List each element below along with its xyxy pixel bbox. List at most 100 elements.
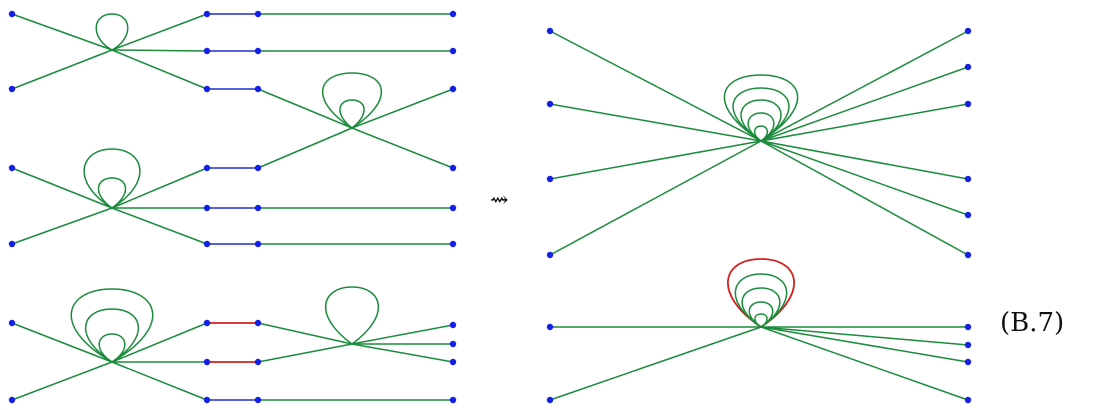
edge [11,49,113,90]
vertex-dot [449,164,457,172]
vertex-dot [254,164,262,172]
edge [11,361,113,401]
loop-edge [321,72,383,129]
loop-edge [83,148,141,209]
edge [760,140,969,256]
loop-edge [95,13,129,51]
vertex-dot [203,319,211,327]
vertex-dot [964,358,972,366]
edge [351,343,454,363]
edge [760,140,969,180]
vertex-dot [8,164,16,172]
vertex-dot [964,396,972,404]
vertex-dot [8,85,16,93]
edge [257,127,353,169]
vertex-dot [203,204,211,212]
edge [111,49,208,52]
edge [549,326,762,401]
vertex-dot [546,100,554,108]
edge [760,103,969,142]
vertex-dot [203,358,211,366]
vertex-dot [449,396,457,404]
edge [111,13,208,51]
vertex-dot [203,47,211,55]
loop-edge [84,308,140,363]
edge [760,66,969,142]
vertex-dot [203,10,211,18]
right-top-merged-diagram [549,30,969,256]
edge [257,343,353,363]
vertex-dot [254,204,262,212]
edge [549,30,762,142]
loop-edge [723,74,799,142]
edge [760,30,969,142]
vertex-dot [8,319,16,327]
vertex-dot [254,319,262,327]
loop-edge [747,112,775,142]
transition-arrow: ⇝ [490,188,509,213]
edge [111,361,208,401]
vertex-dot [203,240,211,248]
vertex-dot [964,175,972,183]
edge [111,207,208,245]
vertex-dot [546,27,554,35]
edge [11,322,113,363]
edge [111,322,208,363]
vertex-dot [546,396,554,404]
edge [760,326,969,363]
vertex-dots [8,10,972,404]
vertex-dot [449,47,457,55]
vertex-dot [203,164,211,172]
vertex-dot [8,240,16,248]
edge [549,103,762,142]
edge [257,322,353,345]
vertex-dot [964,323,972,331]
vertex-dot [449,321,457,329]
edge [11,13,113,51]
left-middle-diagram [11,148,453,245]
left-bottom-diagram [11,286,454,401]
vertex-dot [8,10,16,18]
edge [760,140,969,216]
edge [111,167,208,209]
edge [257,88,353,129]
vertex-dot [203,396,211,404]
loop-edge [748,301,774,328]
vertex-dot [964,211,972,219]
vertex-dot [964,100,972,108]
vertex-dot [254,10,262,18]
vertex-dot [254,47,262,55]
edge [351,127,454,169]
vertex-dot [449,204,457,212]
loop-edge [753,125,769,142]
edge [351,88,454,129]
vertex-dot [203,85,211,93]
vertex-dot [964,63,972,71]
loop-edge [740,99,782,142]
edge [760,326,969,401]
left-top-diagram [11,13,454,169]
vertex-dot [964,27,972,35]
loop-edge [70,288,154,363]
vertex-dot [449,340,457,348]
vertex-dot [546,251,554,259]
edge [549,140,762,256]
loop-edge [324,286,380,345]
vertex-dot [449,85,457,93]
loop-edge [98,333,126,363]
vertex-dot [254,396,262,404]
right-bottom-merged-diagram [549,258,969,401]
equation-label: (B.7) [1000,308,1065,338]
vertex-dot [8,396,16,404]
vertex-dot [964,251,972,259]
edge [549,140,762,180]
edge [760,326,969,346]
edge [11,167,113,209]
edge [111,49,208,90]
highlight-loop [727,258,795,329]
loop-edge [741,287,781,328]
vertex-dot [254,85,262,93]
vertex-dot [546,175,554,183]
loop-edge [339,99,365,129]
